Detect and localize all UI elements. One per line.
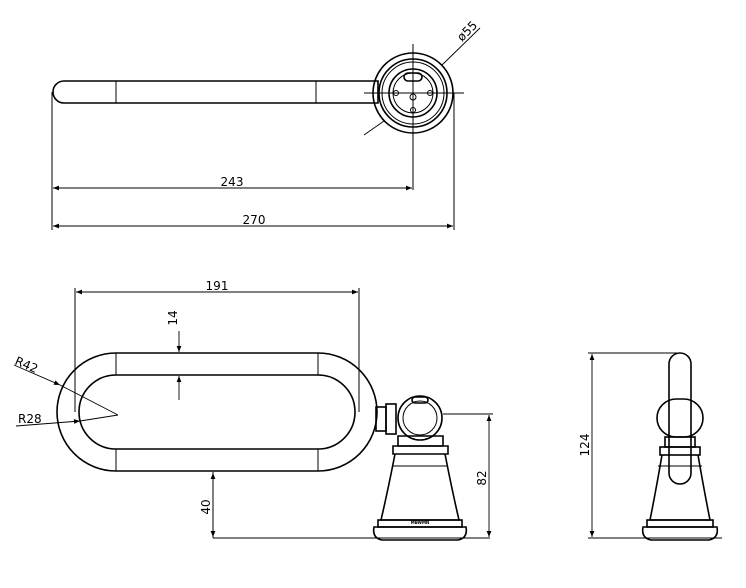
- dimension-270: 270: [243, 213, 266, 227]
- top-view: 243 270 ø55: [51, 18, 481, 230]
- top-flange: [363, 27, 481, 230]
- dimension-82: 82: [475, 470, 489, 485]
- side-bar: [668, 352, 692, 485]
- dimension-diameter-55: ø55: [454, 18, 480, 44]
- radius-r28: R28: [18, 412, 42, 426]
- front-view: MBWMN 191 14 R42 R28 82 40: [13, 279, 493, 541]
- brand-mark: MBWMN: [411, 520, 430, 525]
- top-bar: [52, 80, 379, 104]
- dimension-124: 124: [578, 434, 592, 457]
- front-ring: [56, 352, 378, 472]
- side-view: 124: [578, 352, 722, 541]
- side-mount: [641, 398, 719, 541]
- side-dimensions: 124: [578, 352, 722, 539]
- dimension-191: 191: [206, 279, 229, 293]
- top-dimensions: 243 270 ø55: [51, 18, 480, 230]
- dimension-243: 243: [221, 175, 244, 189]
- dimension-40: 40: [199, 499, 213, 514]
- front-dimensions: 191 14 R42 R28 82 40: [13, 279, 493, 539]
- dimension-14: 14: [166, 310, 180, 325]
- radius-r42: R42: [13, 354, 40, 376]
- front-mount: MBWMN: [372, 395, 468, 541]
